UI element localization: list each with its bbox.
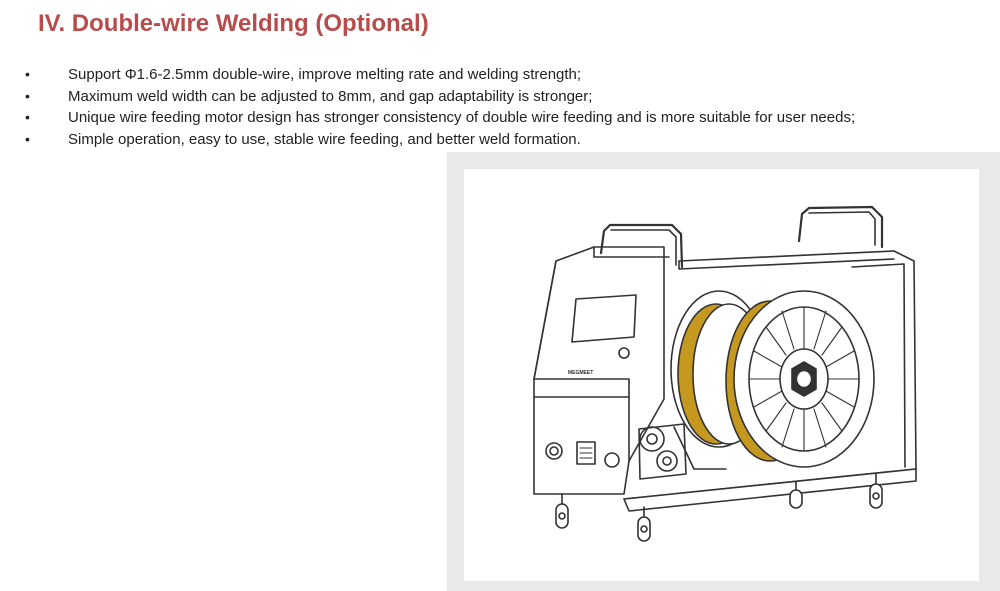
feature-text: Support Φ1.6-2.5mm double-wire, improve …	[68, 66, 582, 83]
bullet-icon: •	[25, 130, 30, 147]
caster-wheels	[555, 473, 883, 542]
feature-item: • Simple operation, easy to use, stable w…	[0, 129, 1000, 151]
feature-text: Maximum weld width can be adjusted to 8m…	[68, 87, 593, 105]
right-handle	[797, 205, 884, 249]
front-panel-switch	[576, 441, 596, 465]
front-socket-right	[604, 452, 620, 468]
base-rail	[623, 468, 917, 512]
feature-item: • Maximum weld width can be adjusted to 8…	[0, 86, 1000, 108]
rear-frame-inner	[851, 263, 906, 468]
brand-label: MEGMEET	[568, 370, 593, 376]
bullet-icon: •	[25, 109, 30, 125]
feature-text: Simple operation, easy to use, stable wi…	[68, 130, 581, 148]
bullet-icon: •	[25, 87, 30, 104]
wire-feeder-motor	[638, 423, 727, 480]
display-screen	[571, 294, 637, 343]
left-handle	[599, 223, 684, 269]
feature-list: • Support Φ1.6-2.5mm double-wire, improve…	[0, 64, 1000, 150]
control-knob	[618, 347, 630, 359]
frame-top-rail	[678, 258, 895, 270]
product-figure: MEGMEET	[464, 169, 979, 581]
reel-spokes	[748, 306, 860, 452]
double-wire-feeder-illustration: MEGMEET	[533, 205, 917, 542]
bullet-icon: •	[25, 66, 30, 82]
section-title: IV. Double-wire Welding (Optional)	[38, 10, 429, 37]
feature-text: Unique wire feeding motor design has str…	[68, 109, 856, 126]
front-socket-left	[545, 442, 563, 460]
body-front-face	[533, 378, 630, 462]
feature-item: • Unique wire feeding motor design has st…	[0, 107, 1000, 129]
product-figure-frame: MEGMEET	[447, 152, 1000, 591]
body-top-slope	[533, 260, 557, 380]
feature-item: • Support Φ1.6-2.5mm double-wire, improve…	[0, 64, 1000, 86]
machine-body	[533, 246, 665, 495]
